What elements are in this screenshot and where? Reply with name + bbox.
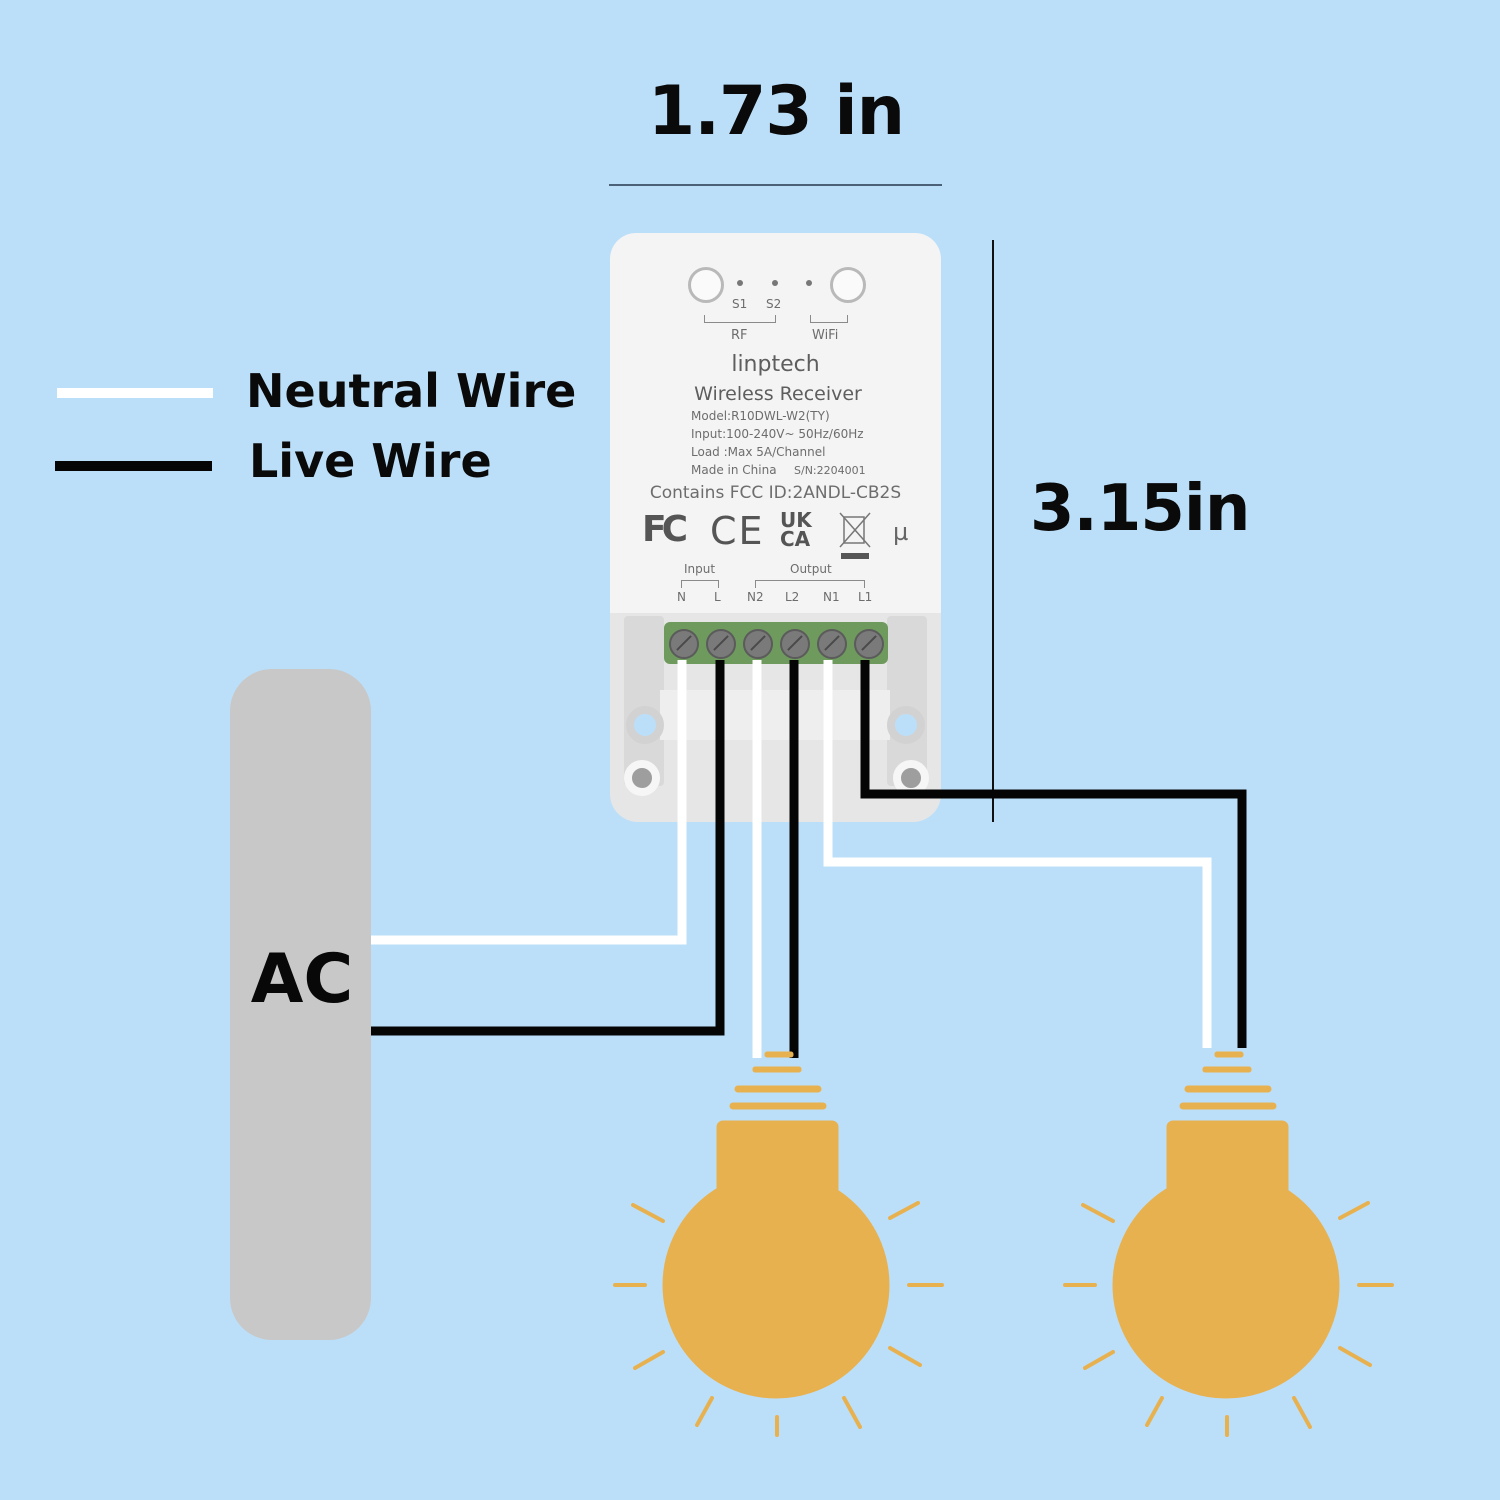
light-bulb-1-icon (613, 1051, 944, 1437)
input-group-label: Input (684, 562, 716, 576)
s2-led-icon (772, 280, 778, 286)
bulb2-thread-4 (1179, 1102, 1277, 1110)
terminal-screw-l[interactable] (706, 629, 736, 659)
input-live-wire (371, 660, 725, 1036)
model-text: Model:R10DWL-W2(TY) (691, 409, 830, 423)
load-text: Load :Max 5A/Channel (691, 445, 826, 459)
input-neutral-wire (371, 660, 687, 945)
bulb2-thread-3 (1184, 1085, 1272, 1093)
rf-bracket (704, 315, 776, 323)
terminal-label-n: N (677, 590, 686, 604)
product-name: Wireless Receiver (694, 383, 862, 405)
bulb2-rays (1063, 1201, 1394, 1437)
rf-pair-button[interactable] (688, 267, 724, 303)
bulb1-thread-1 (764, 1051, 794, 1058)
s1-led-icon (737, 280, 743, 286)
bulb2-thread-1 (1214, 1051, 1244, 1058)
width-dimension-line (609, 184, 942, 186)
wireless-receiver-device: S1 S2 RF WiFi linptech Wireless Receiver… (610, 233, 941, 613)
height-dimension-line (992, 240, 994, 822)
bulb1-rays (613, 1201, 944, 1437)
bulb1-thread-4 (729, 1102, 827, 1110)
bulb2-thread-2 (1202, 1066, 1252, 1073)
live-wire-swatch (55, 461, 212, 471)
base-right-rail (887, 616, 927, 786)
ukca-bottom: CA (780, 527, 811, 551)
weee-bin-icon (839, 512, 871, 559)
width-dimension-label: 1.73 in (647, 72, 905, 151)
micro-gap-icon: µ (893, 518, 909, 546)
ukca-top: UK (780, 508, 812, 532)
bulb2-live-wire (860, 660, 1247, 1048)
mount-hole-left (626, 706, 664, 744)
serial-number: S/N:2204001 (794, 464, 866, 477)
terminal-screw-l2[interactable] (780, 629, 810, 659)
neutral-wire-legend-label: Neutral Wire (246, 364, 577, 418)
bulb1-globe (662, 1171, 890, 1399)
wifi-bracket (810, 315, 848, 323)
terminal-screw-n[interactable] (669, 629, 699, 659)
origin-text: Made in China (691, 463, 777, 477)
terminal-label-l: L (714, 590, 721, 604)
ac-label: AC (250, 940, 354, 1019)
terminal-screw-l1[interactable] (854, 629, 884, 659)
terminal-screw-n2[interactable] (743, 629, 773, 659)
brand-logo: linptech (731, 352, 820, 377)
s2-label: S2 (766, 297, 782, 311)
light-bulb-2-icon (1063, 1051, 1394, 1437)
output-bracket (755, 580, 865, 588)
screw-hole-left (624, 760, 660, 796)
base-center-panel (660, 690, 890, 740)
wifi-label: WiFi (812, 328, 839, 343)
bulb2-neutral-wire (823, 660, 1212, 1048)
ukca-mark-icon: UK CA (780, 508, 812, 551)
neutral-wire-swatch (57, 388, 213, 398)
base-left-rail (624, 616, 664, 786)
fcc-mark-icon: FC (642, 509, 688, 550)
rf-label: RF (731, 328, 748, 343)
terminal-label-l1: L1 (858, 590, 873, 604)
terminal-screw-n1[interactable] (817, 629, 847, 659)
output-group-label: Output (790, 562, 832, 576)
input-rating-text: Input:100-240V~ 50Hz/60Hz (691, 427, 864, 441)
terminal-label-l2: L2 (785, 590, 800, 604)
bulb2-globe (1112, 1171, 1340, 1399)
ac-power-source (230, 669, 371, 1340)
terminal-label-n2: N2 (747, 590, 764, 604)
mount-hole-right (887, 706, 925, 744)
input-bracket (681, 580, 719, 588)
live-wire-legend-label: Live Wire (249, 434, 492, 488)
wifi-led-icon (806, 280, 812, 286)
terminal-label-n1: N1 (823, 590, 840, 604)
bulb1-thread-2 (752, 1066, 802, 1073)
wifi-pair-button[interactable] (830, 267, 866, 303)
terminal-block (664, 622, 888, 664)
s1-label: S1 (732, 297, 748, 311)
bulb1-thread-3 (734, 1085, 822, 1093)
ce-mark-icon: CE (710, 509, 765, 553)
fcc-id-text: Contains FCC ID:2ANDL-CB2S (649, 483, 902, 503)
height-dimension-label: 3.15in (1030, 472, 1250, 546)
